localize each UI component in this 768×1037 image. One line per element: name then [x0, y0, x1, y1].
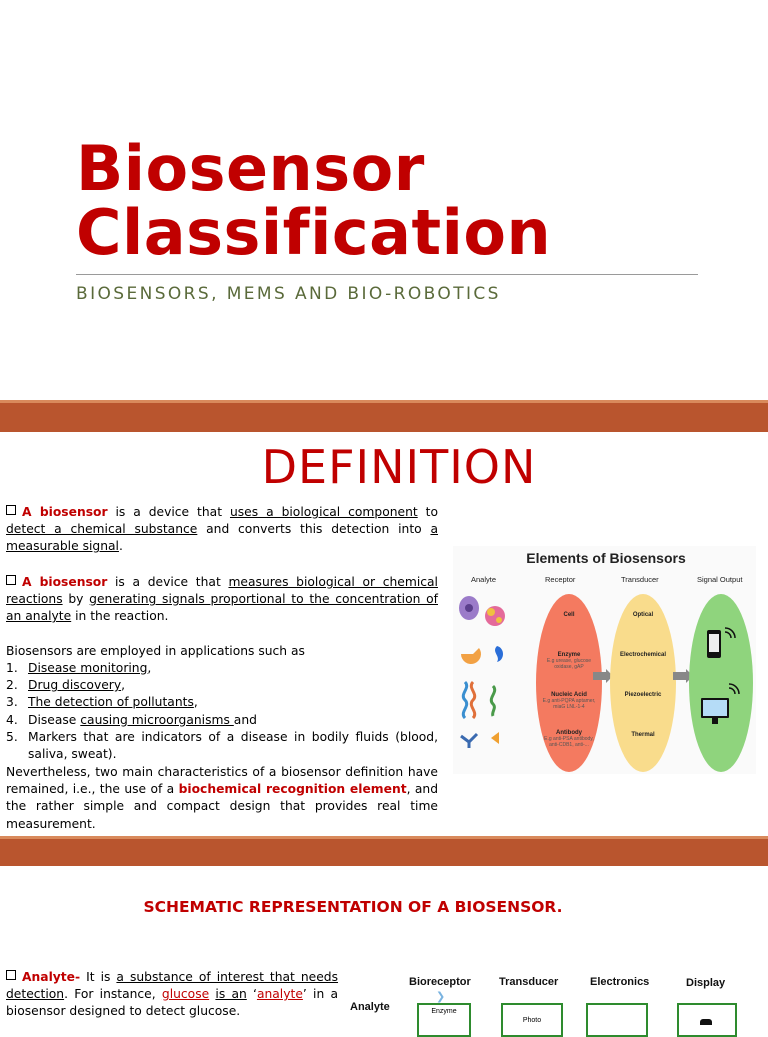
schematic-box-display: [677, 1003, 737, 1037]
transducer-ellipse: [610, 594, 676, 772]
schematic-row-label-analyte: Analyte: [350, 1001, 390, 1013]
schematic-header-transducer: Transducer: [499, 976, 559, 988]
molecule-icon: [495, 646, 503, 662]
display-indicator-icon: [700, 1019, 712, 1025]
analyte-paragraph: Analyte- It is a substance of interest t…: [6, 970, 339, 1019]
schematic-title: SCHEMATIC REPRESENTATION OF A BIOSENSOR.: [143, 898, 563, 916]
transducer-item-optical: Optical: [632, 612, 654, 618]
title-divider: [76, 274, 698, 275]
applications-intro: Biosensors are employed in applications …: [6, 644, 305, 658]
antigen-icon: [491, 732, 499, 744]
transducer-item-thermal: Thermal: [631, 732, 655, 738]
definition-title: DEFINITION: [261, 440, 537, 494]
schematic-box-enzyme: Enzyme: [417, 1003, 471, 1037]
analyte-icons: [459, 596, 505, 748]
checkbox-bullet-icon: [6, 970, 16, 980]
column-label-receptor: Receptor: [545, 575, 576, 584]
schematic-header-electronics: Electronics: [590, 976, 650, 988]
antibody-icon: [460, 732, 479, 748]
enzyme-icon: [461, 648, 481, 664]
output-device-icons: [701, 627, 740, 724]
transducer-item-piezoelectric: Piezoelectric: [624, 692, 662, 698]
list-item: 2.Drug discovery,: [6, 678, 126, 693]
checkbox-bullet-icon: [6, 505, 16, 515]
checkbox-bullet-icon: [6, 575, 16, 585]
signal-icon: [728, 683, 740, 695]
receptor-item-cell: Cell: [563, 612, 575, 618]
arrow-right-icon: [673, 669, 693, 683]
arrow-right-icon: [593, 669, 613, 683]
definition-paragraph-3: Nevertheless, two main characteristics o…: [6, 765, 439, 831]
dna-icon: [461, 680, 469, 720]
protein-icon: [485, 606, 505, 626]
slide-subtitle: BIOSENSORS, MEMS AND BIO-ROBOTICS: [76, 284, 501, 304]
list-item: 3.The detection of pollutants,: [6, 695, 198, 710]
schematic-header-bioreceptor: Bioreceptor: [409, 976, 471, 988]
list-item: 5.Markers that are indicators of a disea…: [6, 729, 438, 762]
rna-icon: [489, 684, 497, 717]
definition-paragraph-1: A biosensor is a device that uses a biol…: [6, 505, 438, 554]
column-label-signal-output: Signal Output: [697, 575, 743, 584]
slide-title-line2: Classification: [76, 196, 552, 269]
schematic-header-display: Display: [686, 977, 726, 989]
list-item: 1.Disease monitoring,: [6, 661, 152, 675]
column-label-transducer: Transducer: [621, 575, 659, 584]
list-item: 4.Disease causing microorganisms and: [6, 712, 257, 727]
transducer-item-electrochemical: Electrochemical: [619, 652, 667, 658]
applications-list: 1.Disease monitoring, 2.Drug discovery, …: [6, 660, 438, 763]
slide-separator-bar: [0, 400, 768, 432]
elements-of-biosensors-diagram: Elements of Biosensors Analyte Receptor …: [453, 546, 756, 774]
slide-separator-bar: [0, 836, 768, 866]
schematic-box-electronics: [586, 1003, 648, 1037]
diagram-title: Elements of Biosensors: [526, 550, 686, 566]
slide-title-line1: Biosensor: [76, 132, 425, 205]
schematic-box-photo: Photo: [501, 1003, 563, 1037]
signal-output-ellipse: [689, 594, 753, 772]
chevron-down-icon: ❯: [436, 990, 446, 1003]
definition-paragraph-2: A biosensor is a device that measures bi…: [6, 575, 438, 624]
signal-icon: [724, 627, 736, 639]
receptor-ellipse: [536, 594, 602, 772]
column-label-analyte: Analyte: [471, 575, 497, 584]
